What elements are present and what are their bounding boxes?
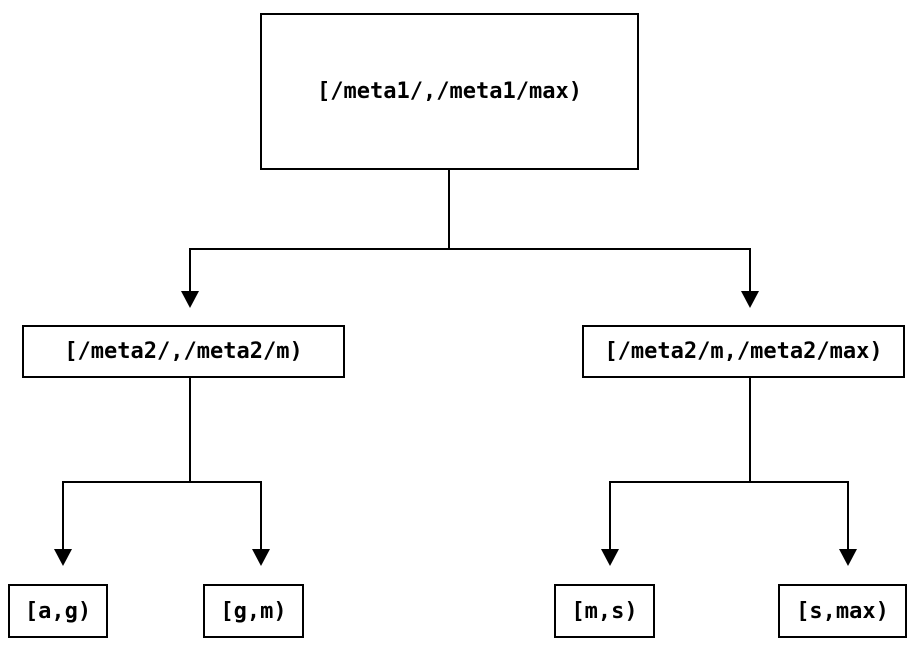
node-meta2-right-range: [/meta2/m,/meta2/max) (582, 325, 905, 378)
node-meta2-left-range: [/meta2/,/meta2/m) (22, 325, 345, 378)
node-label: [/meta2/,/meta2/m) (64, 339, 303, 364)
node-label: [a,g) (24, 598, 92, 624)
node-root-meta1-range: [/meta1/,/meta1/max) (260, 13, 639, 170)
node-leaf-g-m: [g,m) (203, 584, 304, 638)
node-label: [/meta1/,/meta1/max) (317, 79, 582, 104)
node-leaf-a-g: [a,g) (8, 584, 108, 638)
node-label: [/meta2/m,/meta2/max) (604, 339, 883, 364)
arrow-down-icon (181, 291, 199, 308)
node-label: [g,m) (220, 598, 287, 624)
arrow-down-icon (54, 549, 72, 566)
arrow-down-icon (839, 549, 857, 566)
node-label: [m,s) (571, 598, 638, 624)
node-leaf-m-s: [m,s) (554, 584, 655, 638)
arrow-down-icon (741, 291, 759, 308)
arrow-down-icon (252, 549, 270, 566)
node-label: [s,max) (796, 598, 889, 624)
arrow-down-icon (601, 549, 619, 566)
node-leaf-s-max: [s,max) (778, 584, 907, 638)
